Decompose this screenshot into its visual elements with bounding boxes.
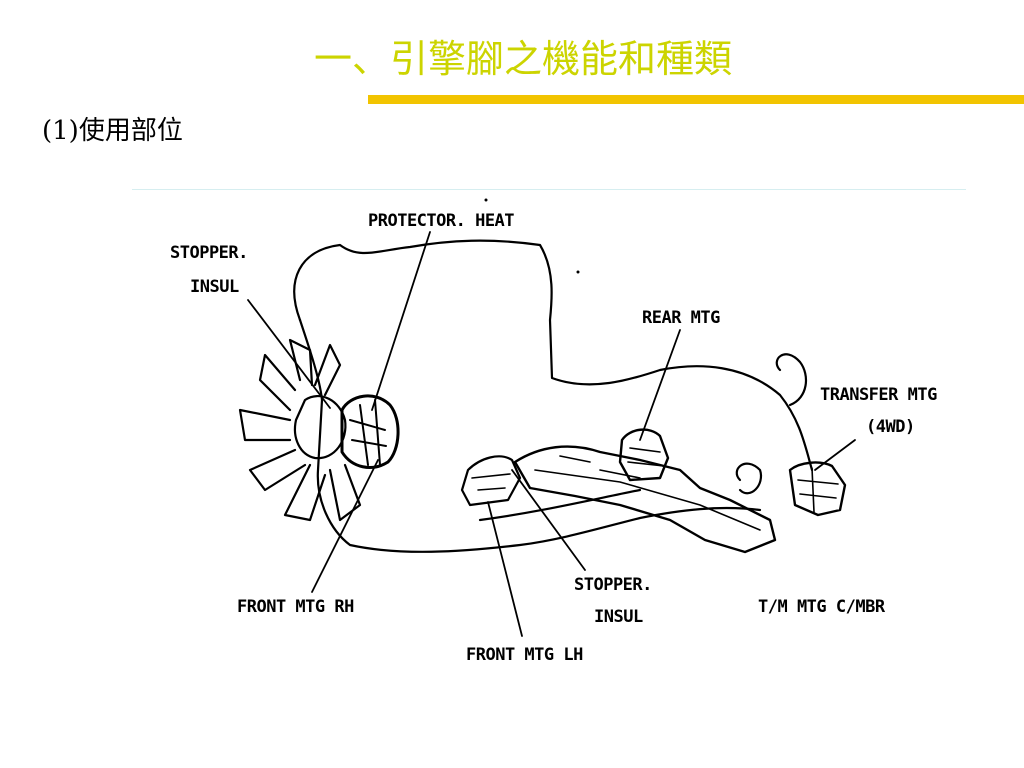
label-front-mtg-rh: FRONT MTG RH <box>237 597 354 617</box>
fan-blade <box>283 463 327 522</box>
leader-stopper-bottom <box>511 469 586 571</box>
label-transfer-mtg-4wd: (4WD) <box>866 417 915 437</box>
leader-front-lh <box>487 501 523 637</box>
leader-rear-mtg <box>639 329 681 441</box>
slide-subtitle: (1)使用部位 <box>42 116 183 146</box>
label-stopper-insul-bottom: STOPPER. <box>574 575 652 595</box>
label-stopper-insul-bottom: INSUL <box>594 607 643 627</box>
leader-transfer-mtg <box>814 439 856 471</box>
fan-blade <box>328 463 362 522</box>
label-transfer-mtg: TRANSFER MTG <box>820 385 937 405</box>
engine-outline <box>293 239 814 472</box>
fan-blade <box>238 408 292 442</box>
diagram-frame-line <box>132 189 966 190</box>
rear-mount <box>618 428 670 482</box>
engine-bottom-outline <box>298 318 762 553</box>
front-mount-rh <box>340 394 400 469</box>
exhaust-line <box>735 462 763 495</box>
fan-blade <box>248 448 307 492</box>
label-rear-mtg: REAR MTG <box>642 308 720 328</box>
label-protector-heat: PROTECTOR. HEAT <box>368 211 514 231</box>
leader-stopper-top <box>247 299 331 409</box>
label-front-mtg-lh: FRONT MTG LH <box>466 645 583 665</box>
label-stopper-insul-top: INSUL <box>190 277 239 297</box>
fan-blade <box>258 353 297 412</box>
fan-blade <box>313 343 342 397</box>
transfer-mount <box>788 461 847 517</box>
label-stopper-insul-top: STOPPER. <box>170 243 248 263</box>
slide-title: 一、引擎腳之機能和種類 <box>314 37 733 81</box>
label-tm-mtg-cmbr: T/M MTG C/MBR <box>758 597 886 617</box>
front-mount-lh <box>460 455 522 507</box>
crossmember <box>513 445 777 554</box>
title-underline <box>368 95 1024 104</box>
fan-blade <box>288 338 314 387</box>
fan-hub <box>293 394 347 460</box>
transmission-outline <box>775 353 808 407</box>
leader-protector-heat <box>371 231 431 411</box>
engine-mount-diagram: PROTECTOR. HEAT STOPPER. INSUL REAR MTG … <box>170 198 938 665</box>
oil-pan-outline <box>478 488 642 522</box>
leader-front-rh <box>311 459 379 593</box>
